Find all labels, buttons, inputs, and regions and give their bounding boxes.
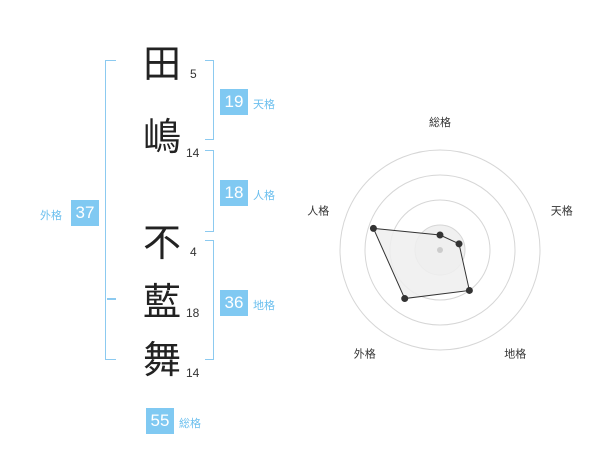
gaikaku-bracket-tick — [107, 298, 116, 300]
gaikaku-bracket — [105, 60, 116, 360]
stroke-count-4: 18 — [186, 306, 200, 320]
radar-point-1 — [436, 231, 444, 239]
radar-axis-label-4: 外格 — [354, 347, 376, 361]
gaikaku-value: 37 — [71, 200, 99, 226]
stroke-count-5: 14 — [186, 366, 200, 380]
chikaku-label: 地格 — [253, 299, 275, 312]
tenkaku-bracket — [205, 60, 214, 140]
chikaku-bracket — [205, 240, 214, 360]
jinkaku-bracket — [205, 150, 214, 232]
stroke-count-2: 14 — [186, 146, 200, 160]
name-char-5: 舞 — [143, 338, 182, 382]
radar-center — [437, 247, 443, 253]
gaikaku-label: 外格 — [40, 209, 62, 222]
name-char-1: 田 — [143, 42, 182, 86]
radar-point-5 — [369, 224, 377, 232]
radar-axis-label-2: 天格 — [551, 203, 573, 217]
chikaku-value: 36 — [220, 290, 248, 316]
radar-axis-label-5: 人格 — [307, 203, 329, 217]
radar-axis-label-3: 地格 — [504, 347, 526, 361]
stroke-count-3: 4 — [190, 245, 197, 259]
tenkaku-label: 天格 — [253, 98, 275, 111]
radar-point-4 — [401, 295, 409, 303]
soukaku-value: 55 — [146, 408, 174, 434]
name-char-3: 不 — [143, 221, 182, 265]
stroke-count-1: 5 — [190, 67, 197, 81]
tenkaku-value: 19 — [220, 89, 248, 115]
name-char-4: 藍 — [143, 280, 182, 324]
jinkaku-label: 人格 — [253, 189, 275, 202]
soukaku-label: 総格 — [179, 417, 201, 430]
jinkaku-value: 18 — [220, 180, 248, 206]
radar-point-3 — [465, 286, 473, 294]
radar-point-2 — [455, 240, 463, 248]
name-char-2: 嶋 — [143, 115, 182, 159]
radar-axis-label-1: 総格 — [429, 115, 451, 129]
